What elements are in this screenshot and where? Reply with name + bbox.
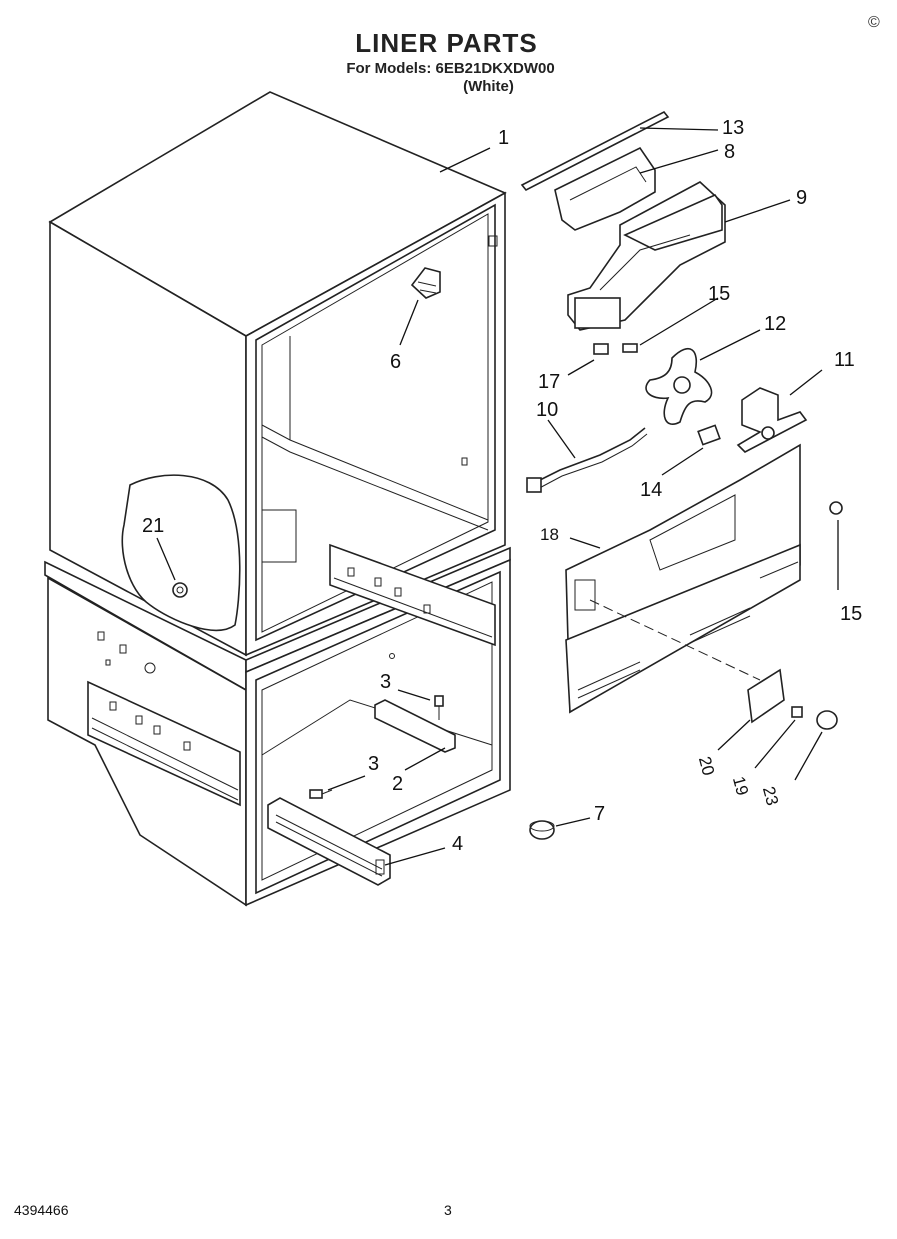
callout-15-lower: 15: [840, 603, 862, 625]
callout-3-lower: 3: [368, 753, 379, 775]
part-15-screws: [622, 343, 843, 515]
part-8-bracket: [554, 146, 656, 231]
part-17-screw: [593, 343, 609, 355]
callout-9: 9: [796, 187, 807, 209]
part-6-bracket: [410, 267, 441, 299]
liner-cabinet: [44, 91, 511, 907]
callout-15-upper: 15: [708, 283, 730, 305]
callout-2: 2: [392, 773, 403, 795]
part-3-screws: [309, 695, 444, 799]
part-23-knob: [816, 710, 838, 730]
corner-mark: ©: [868, 14, 880, 31]
callout-11: 11: [834, 349, 855, 371]
callout-labels: 1 2 3 3 4 6 7 8 9 10 11 12 13 14 15 15 1…: [142, 117, 862, 855]
part-11-motor-bracket: [736, 387, 808, 453]
part-18-fan-cover: [565, 443, 801, 714]
part-21-cutaway: [121, 474, 241, 631]
callout-17: 17: [538, 371, 560, 393]
callout-7: 7: [594, 803, 605, 825]
leader-dashed-line: [589, 599, 761, 681]
callout-14: 14: [640, 479, 662, 501]
part-9-air-duct: [567, 181, 726, 331]
callout-8: 8: [724, 141, 735, 163]
callout-20: 20: [695, 754, 718, 777]
part-19-screw: [791, 706, 803, 718]
page-number: 3: [444, 1202, 452, 1218]
part-20-plate: [747, 668, 785, 724]
callout-leaders: [156, 127, 839, 866]
callout-13: 13: [722, 117, 744, 139]
callout-18: 18: [540, 525, 559, 544]
part-4-grille: [267, 797, 391, 886]
part-13-strip: [520, 110, 670, 192]
callout-19: 19: [729, 774, 752, 797]
callout-1: 1: [498, 127, 509, 149]
callout-4: 4: [452, 833, 463, 855]
document-number: 4394466: [14, 1202, 69, 1218]
color-line: (White): [463, 78, 514, 95]
part-14-spacer: [697, 424, 721, 446]
part-7-plug: [529, 820, 555, 840]
part-12-fan-blade: [645, 347, 713, 425]
callout-10: 10: [536, 399, 558, 421]
callout-12: 12: [764, 313, 786, 335]
part-2-rail: [374, 699, 456, 753]
page-title: LINER PARTS: [355, 28, 538, 58]
callout-3-upper: 3: [380, 671, 391, 693]
callout-6: 6: [390, 351, 401, 373]
model-line: For Models: 6EB21DKXDW00: [346, 60, 555, 77]
callout-21: 21: [142, 515, 164, 537]
callout-23: 23: [759, 784, 782, 807]
part-10-harness: [526, 427, 648, 493]
